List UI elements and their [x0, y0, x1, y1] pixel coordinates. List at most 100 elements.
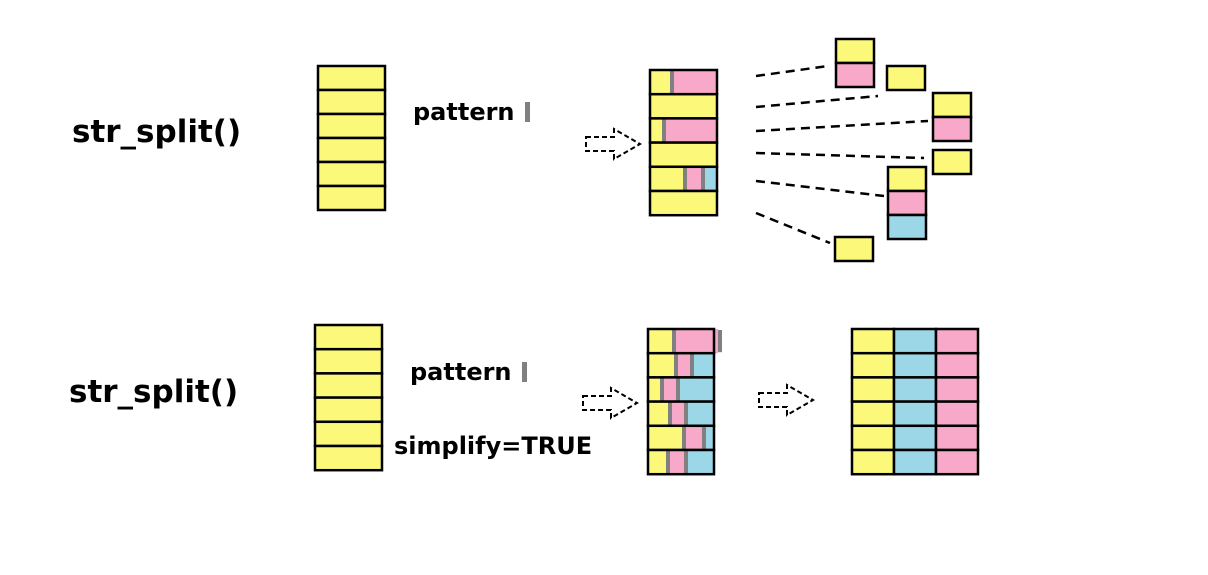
matrix-cell-r6-c1 [850, 448, 896, 476]
simplify-arrow [758, 383, 816, 417]
bottom-split-row-6-separator-1 [666, 451, 670, 474]
top-split-row-3-piece-1 [650, 118, 662, 143]
bottom-split-row-6-piece-3 [688, 450, 714, 475]
bottom-split-arrow [582, 386, 640, 420]
bottom-separator-mark [521, 362, 527, 382]
matrix-cell-r3-c1 [850, 376, 896, 403]
top-pattern-label: pattern [413, 98, 530, 126]
bottom-input-string-5 [313, 420, 384, 448]
matrix-cell-r5-c3 [934, 424, 980, 452]
bottom-input-string-1 [313, 323, 384, 351]
bottom-split-row-4-piece-3 [688, 401, 714, 426]
top-split-row-1-piece-2 [674, 70, 717, 95]
simplify-label: simplify=TRUE [394, 432, 593, 460]
top-split-row-5-piece-3 [705, 166, 717, 191]
connector-2 [755, 94, 879, 109]
top-split-row-3-separator-1 [662, 119, 666, 142]
list-element-5-piece-3 [886, 213, 928, 241]
bottom-split-row-3-separator-1 [660, 378, 664, 401]
bottom-split-row-6-separator-2 [684, 451, 688, 474]
bottom-split-row-6-piece-1 [648, 450, 666, 475]
bottom-split-row-6-piece-2 [670, 450, 684, 475]
bottom-split-row-5-piece-2 [686, 425, 702, 450]
matrix-cell-r5-c1 [850, 424, 896, 452]
bottom-split-row-2-piece-2 [678, 353, 690, 378]
top-split-arrow [585, 127, 643, 161]
connector-1 [755, 64, 829, 78]
bottom-pattern-text: pattern [410, 358, 512, 386]
bottom-split-row-3-separator-2 [676, 378, 680, 401]
matrix-cell-r4-c3 [934, 400, 980, 428]
matrix-cell-r6-c3 [934, 448, 980, 476]
matrix-cell-r1-c3 [934, 327, 980, 355]
bottom-split-row-6-outline [646, 448, 716, 476]
top-function-label: str_split() [72, 114, 242, 150]
bottom-split-row-5-separator-1 [682, 426, 686, 449]
top-split-row-5-separator-1 [683, 167, 687, 190]
list-element-4-piece-1 [931, 148, 973, 176]
top-split-row-4-piece-1 [650, 142, 717, 167]
list-element-1-piece-1 [834, 37, 876, 65]
bottom-split-row-3-piece-3 [680, 377, 714, 402]
matrix-cell-r3-c3 [934, 376, 980, 403]
top-split-row-5-separator-2 [701, 167, 705, 190]
bottom-input-string-6 [313, 444, 384, 472]
top-split-row-3-piece-2 [666, 118, 717, 143]
connector-5 [755, 179, 885, 198]
top-split-row-1-piece-1 [650, 70, 670, 95]
bottom-split-row-4-separator-1 [668, 402, 672, 425]
top-split-row-1-separator-1 [670, 71, 674, 94]
bottom-function-label: str_split() [69, 374, 239, 410]
matrix-cell-r3-c2 [892, 376, 938, 403]
connector-6 [755, 211, 831, 245]
top-split-row-6-piece-1 [650, 191, 717, 216]
bottom-split-row-3-piece-2 [664, 377, 676, 402]
bottom-split-row-3-piece-1 [648, 377, 660, 402]
matrix-cell-r1-c2 [892, 327, 938, 355]
bottom-input-string-4 [313, 396, 384, 424]
matrix-cell-r6-c2 [892, 448, 938, 476]
list-element-6-piece-1 [833, 235, 875, 263]
bottom-input-string-3 [313, 372, 384, 399]
matrix-cell-r2-c2 [892, 351, 938, 379]
bottom-split-row-1-piece-1 [648, 329, 672, 354]
bottom-split-row-4-separator-2 [684, 402, 688, 425]
bottom-split-row-1-separator-2 [718, 330, 722, 353]
top-input-string-3 [316, 112, 387, 140]
list-element-5-piece-1 [886, 165, 928, 193]
matrix-cell-r1-c1 [850, 327, 896, 355]
top-input-string-2 [316, 88, 387, 116]
bottom-split-row-4-piece-2 [672, 401, 684, 426]
top-input-string-4 [316, 136, 387, 164]
bottom-pattern-label: pattern [410, 358, 527, 386]
bottom-split-row-5-separator-2 [702, 426, 706, 449]
bottom-split-row-2-separator-2 [690, 354, 694, 377]
top-split-row-2-piece-1 [650, 94, 717, 119]
top-input-string-5 [316, 160, 387, 188]
top-input-string-6 [316, 184, 387, 212]
top-separator-mark [524, 102, 530, 122]
matrix-cell-r4-c2 [892, 400, 938, 428]
list-element-3-piece-2 [931, 115, 973, 143]
top-input-string-1 [316, 64, 387, 92]
top-split-row-5-piece-2 [687, 166, 701, 191]
bottom-split-row-5-piece-3 [706, 425, 714, 450]
bottom-split-row-2-piece-1 [648, 353, 674, 378]
matrix-cell-r4-c1 [850, 400, 896, 428]
matrix-cell-r2-c1 [850, 351, 896, 379]
bottom-split-row-2-piece-3 [694, 353, 714, 378]
top-split-row-6-outline [648, 189, 719, 217]
matrix-cell-r5-c2 [892, 424, 938, 452]
bottom-split-row-1-piece-2 [676, 329, 718, 354]
top-pattern-text: pattern [413, 98, 515, 126]
connector-3 [755, 119, 929, 133]
list-element-5-piece-2 [886, 189, 928, 217]
bottom-split-row-5-piece-1 [648, 425, 682, 450]
list-element-1-piece-2 [834, 61, 876, 89]
matrix-cell-r2-c3 [934, 351, 980, 379]
connector-4 [755, 151, 925, 160]
bottom-input-string-2 [313, 347, 384, 375]
bottom-split-row-2-separator-1 [674, 354, 678, 377]
bottom-split-row-4-piece-1 [648, 401, 668, 426]
